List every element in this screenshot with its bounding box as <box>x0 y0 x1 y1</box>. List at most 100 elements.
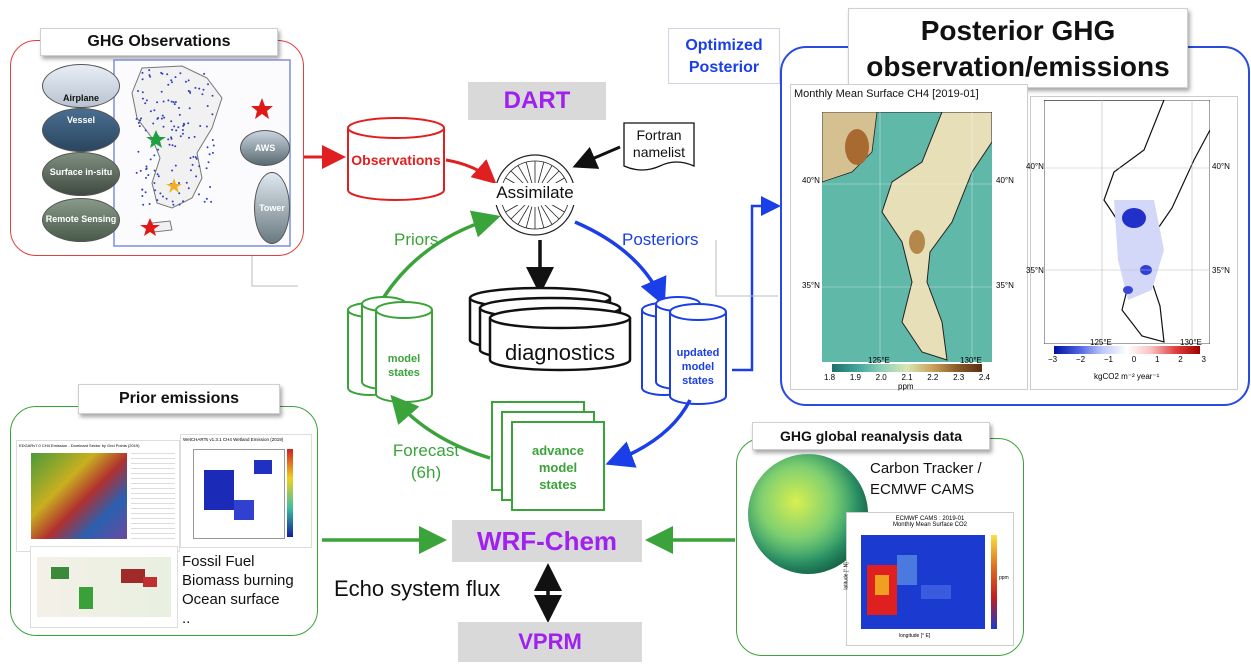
cb2-t4: 1 <box>1155 355 1160 364</box>
source-more: .. <box>182 610 191 627</box>
cb1-t0: 1.8 <box>824 373 836 382</box>
cb1-t3: 2.1 <box>901 373 913 382</box>
remote-sensing-ellipse: Remote Sensing <box>42 198 120 242</box>
posteriors-label: Posteriors <box>622 230 699 249</box>
source-fossil-fuel: Fossil Fuel <box>182 553 255 570</box>
map1-lat-40-right: 40°N <box>996 176 1014 185</box>
forecast-line2: (6h) <box>410 463 442 482</box>
observations-label: Observations <box>351 152 441 168</box>
co2-colorbar-unit: kgCO2 m⁻² year⁻¹ <box>1094 372 1160 381</box>
diagnostics-label: diagnostics <box>504 340 616 365</box>
aws-ellipse: AWS <box>240 130 290 166</box>
aws-label: AWS <box>254 143 276 153</box>
advance-line1: advance <box>531 443 585 458</box>
wrf-chem-label: WRF-Chem <box>452 520 642 562</box>
carbon-tracker-line1: Carbon Tracker / <box>870 460 982 477</box>
model-states-label: model states <box>376 352 432 380</box>
tower-ellipse: Tower <box>254 172 290 244</box>
wetcharts-map <box>193 449 285 539</box>
posterior-title-line1: Posterior GHG <box>920 15 1116 46</box>
map2-lat-35: 35°N <box>1026 266 1044 275</box>
updated-model-states-label: updated model states <box>670 346 726 388</box>
diagnostics-stack <box>468 286 632 372</box>
co2-colorbar-ticks: −3 −2 −1 0 1 2 3 <box>1048 355 1206 364</box>
cams-ylabel: latitude [° N] <box>843 562 850 590</box>
map1-lon-125: 125°E <box>868 356 890 365</box>
global-emission-map <box>30 546 178 628</box>
cams-heatmap <box>861 535 985 629</box>
assimilate-wheel <box>491 154 579 236</box>
cb1-t1: 1.9 <box>849 373 861 382</box>
cb1-t4: 2.2 <box>927 373 939 382</box>
airplane-label: Airplane <box>62 93 99 103</box>
advance-model-states-label: advance model states <box>512 442 604 493</box>
map1-lat-35-right: 35°N <box>996 281 1014 290</box>
observations-cylinder <box>347 117 445 201</box>
reanalysis-title: GHG global reanalysis data <box>752 422 990 450</box>
advance-line3: states <box>539 477 577 492</box>
assimilate-label: Assimilate <box>496 183 574 202</box>
model-states-line1: model <box>387 353 421 365</box>
cb1-t6: 2.4 <box>978 373 990 382</box>
echo-flux-label: Echo system flux <box>334 576 501 601</box>
map1-lat-35: 35°N <box>802 281 820 290</box>
optimized-line1: Optimized <box>685 37 763 54</box>
cams-xlabel: longitude [° E] <box>899 633 931 639</box>
ghg-observations-title: GHG Observations <box>40 28 278 56</box>
fortran-line1: Fortran <box>636 127 682 143</box>
map1-lat-40: 40°N <box>802 176 820 185</box>
optimized-posterior-box: Optimized Posterior <box>668 28 780 84</box>
tower-label: Tower <box>259 203 285 213</box>
airplane-ellipse: Airplane <box>42 64 120 108</box>
cams-inset: ECMWF CAMS : 2019-01 Monthly Mean Surfac… <box>843 512 1014 646</box>
co2-flux-map <box>1044 100 1210 344</box>
advance-model-states-stack <box>491 401 605 511</box>
source-ocean-surface: Ocean surface <box>182 591 280 608</box>
cb2-t0: −3 <box>1048 355 1058 364</box>
surface-insitu-label: Surface in-situ <box>49 167 113 177</box>
fortran-line2: namelist <box>632 144 686 160</box>
emission-sources-list: Fossil Fuel Biomass burning Ocean surfac… <box>182 552 294 628</box>
vessel-label: Vessel <box>66 115 96 125</box>
cb1-t5: 2.3 <box>953 373 965 382</box>
map2-lat-40-right: 40°N <box>1212 162 1230 171</box>
cams-colorbar <box>991 535 997 629</box>
co2-colorbar <box>1054 346 1200 354</box>
ch4-colorbar-unit: ppm <box>898 382 914 391</box>
model-states-line2: states <box>388 367 420 379</box>
edgar-map <box>31 453 127 539</box>
remote-sensing-label: Remote Sensing <box>45 214 117 224</box>
cams-unit: ppm <box>999 575 1009 581</box>
carbon-tracker-text: Carbon Tracker / ECMWF CAMS <box>870 458 982 500</box>
updated-line1: updated <box>676 347 720 359</box>
cb2-t5: 2 <box>1178 355 1183 364</box>
updated-model-states-stack <box>641 296 727 405</box>
model-states-stack <box>347 296 433 403</box>
ch4-colorbar-ticks: 1.8 1.9 2.0 2.1 2.2 2.3 2.4 <box>824 373 990 382</box>
cb1-t2: 2.0 <box>875 373 887 382</box>
cb2-t6: 3 <box>1201 355 1206 364</box>
cams-title1: ECMWF CAMS : 2019-01 <box>895 516 965 522</box>
forecast-line1: Forecast <box>392 441 460 460</box>
priors-label: Priors <box>394 230 439 249</box>
dart-label: DART <box>468 82 606 120</box>
cams-title2: Monthly Mean Surface CO2 <box>892 522 968 528</box>
carbon-tracker-line2: ECMWF CAMS <box>870 481 975 498</box>
edgar-figure: EDGARv7.0 CH4 Emission - Dominant Sector… <box>16 440 180 552</box>
edgar-title: EDGARv7.0 CH4 Emission - Dominant Sector… <box>19 443 140 448</box>
wetcharts-title: WetCHARTs v1.3.1 CH4 Wetland Emission (2… <box>183 437 284 442</box>
map2-lon-125: 125°E <box>1090 338 1112 347</box>
updated-line3: states <box>682 375 714 387</box>
map2-lon-130: 130°E <box>1180 338 1202 347</box>
updated-line2: model <box>681 361 715 373</box>
map1-lon-130: 130°E <box>960 356 982 365</box>
vprm-label: VPRM <box>458 622 642 662</box>
advance-line2: model <box>538 460 578 475</box>
wetcharts-colorbar <box>287 449 293 537</box>
forecast-label: Forecast (6h) <box>386 440 466 484</box>
vessel-ellipse: Vessel <box>42 108 120 152</box>
cb2-t1: −2 <box>1075 355 1086 364</box>
prior-emissions-title: Prior emissions <box>78 384 280 414</box>
ch4-map-title: Monthly Mean Surface CH4 [2019-01] <box>794 88 979 100</box>
